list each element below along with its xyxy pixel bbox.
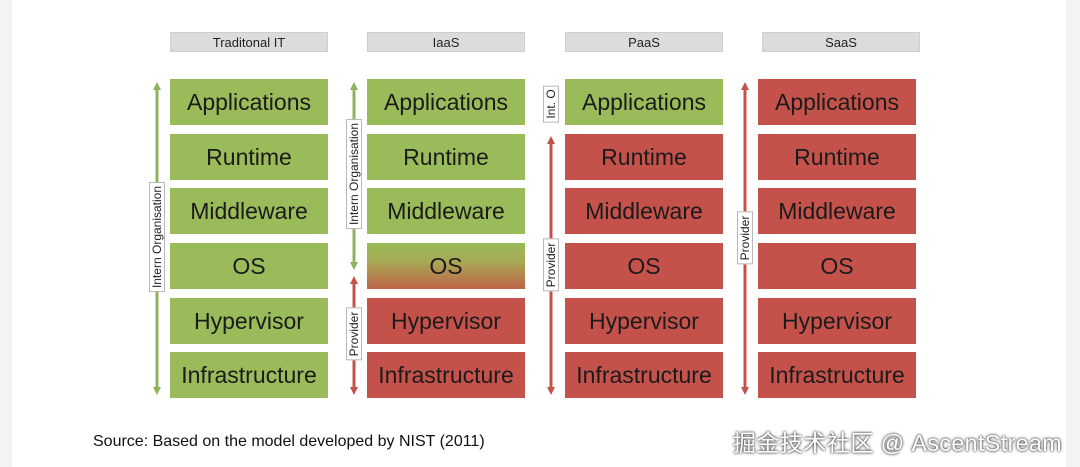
layer-saas-os: OS [758,243,916,289]
column-header-traditional-it: Traditonal IT [170,32,328,52]
column-header-paas: PaaS [565,32,723,52]
layer-iaas-hypervisor: Hypervisor [367,298,525,344]
layer-saas-hypervisor: Hypervisor [758,298,916,344]
layer-iaas-middleware: Middleware [367,188,525,234]
layer-iaas-applications: Applications [367,79,525,125]
layer-iaas-runtime: Runtime [367,134,525,180]
column-header-iaas: IaaS [367,32,525,52]
layer-traditional-os: OS [170,243,328,289]
left-margin [0,0,12,467]
layer-paas-os: OS [565,243,723,289]
layer-paas-infrastructure: Infrastructure [565,352,723,398]
column-header-saas: SaaS [762,32,920,52]
right-margin [1066,0,1080,467]
layer-iaas-infrastructure: Infrastructure [367,352,525,398]
layer-traditional-middleware: Middleware [170,188,328,234]
source-caption: Source: Based on the model developed by … [93,433,485,450]
layer-paas-middleware: Middleware [565,188,723,234]
layer-saas-applications: Applications [758,79,916,125]
layer-saas-middleware: Middleware [758,188,916,234]
layer-paas-runtime: Runtime [565,134,723,180]
layer-saas-infrastructure: Infrastructure [758,352,916,398]
layer-traditional-applications: Applications [170,79,328,125]
layer-saas-runtime: Runtime [758,134,916,180]
layer-iaas-os: OS [367,243,525,289]
layer-traditional-hypervisor: Hypervisor [170,298,328,344]
watermark: 掘金技术社区 @ AscentStream [732,430,1062,456]
layer-paas-hypervisor: Hypervisor [565,298,723,344]
layer-traditional-infrastructure: Infrastructure [170,352,328,398]
layer-paas-applications: Applications [565,79,723,125]
layer-traditional-runtime: Runtime [170,134,328,180]
